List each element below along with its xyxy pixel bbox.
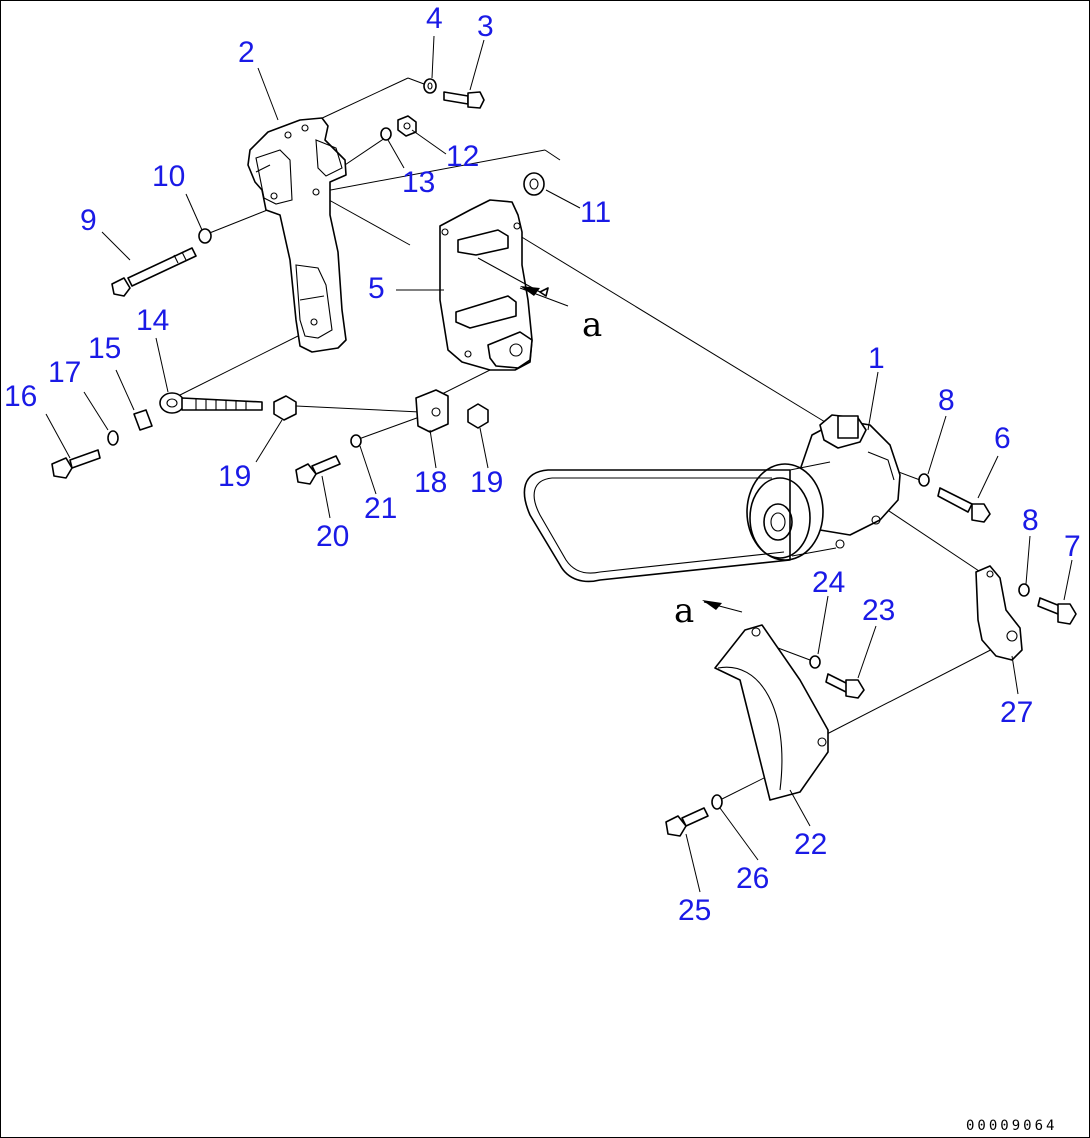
- callout-7: 7: [1064, 530, 1081, 563]
- bracket-part-2: [247, 117, 347, 353]
- adjust-rod-part-14: [159, 392, 263, 414]
- callout-24: 24: [812, 566, 845, 599]
- callout-19-left: 19: [218, 460, 251, 493]
- view-marker-bottom: a: [674, 591, 694, 631]
- callout-3: 3: [477, 10, 494, 43]
- callout-25: 25: [678, 894, 711, 927]
- callout-9: 9: [80, 204, 97, 237]
- callout-13: 13: [402, 166, 435, 199]
- compressor-part-1: [746, 414, 901, 561]
- callout-2: 2: [238, 36, 255, 69]
- view-arrow-top: [519, 286, 569, 307]
- drawing-code: 00009064: [966, 1118, 1057, 1134]
- callout-4: 4: [426, 2, 443, 35]
- callout-11: 11: [580, 196, 611, 229]
- callouts: 1 2 3 4 5 6 7 8 8 9 10 11 12 13 14 15 16…: [4, 2, 1081, 927]
- callout-leaders: [45, 35, 1073, 893]
- callout-21: 21: [364, 492, 397, 525]
- belt-cover-part-22: [714, 624, 829, 801]
- callout-1: 1: [868, 342, 885, 375]
- v-belt: [523, 469, 791, 583]
- view-marker-top: a: [582, 305, 602, 345]
- callout-18: 18: [414, 466, 447, 499]
- callout-5: 5: [368, 272, 385, 305]
- callout-6: 6: [994, 422, 1011, 455]
- callout-10: 10: [152, 160, 185, 193]
- callout-23: 23: [862, 594, 895, 627]
- callout-8-lower: 8: [1022, 504, 1039, 537]
- callout-17: 17: [48, 356, 81, 389]
- callout-27: 27: [1000, 696, 1033, 729]
- callout-20: 20: [316, 520, 349, 553]
- callout-22: 22: [794, 828, 827, 861]
- callout-19-right: 19: [470, 466, 503, 499]
- callout-14: 14: [136, 304, 169, 337]
- callout-26: 26: [736, 862, 769, 895]
- bracket-part-27: [975, 565, 1023, 661]
- bracket-part-5: [439, 199, 549, 371]
- callout-12: 12: [446, 140, 479, 173]
- block-part-18: [415, 389, 449, 433]
- callout-15: 15: [88, 332, 121, 365]
- fasteners: [51, 78, 1077, 837]
- callout-8-upper: 8: [938, 384, 955, 417]
- callout-16: 16: [4, 380, 37, 413]
- view-arrow-bottom: [702, 600, 743, 613]
